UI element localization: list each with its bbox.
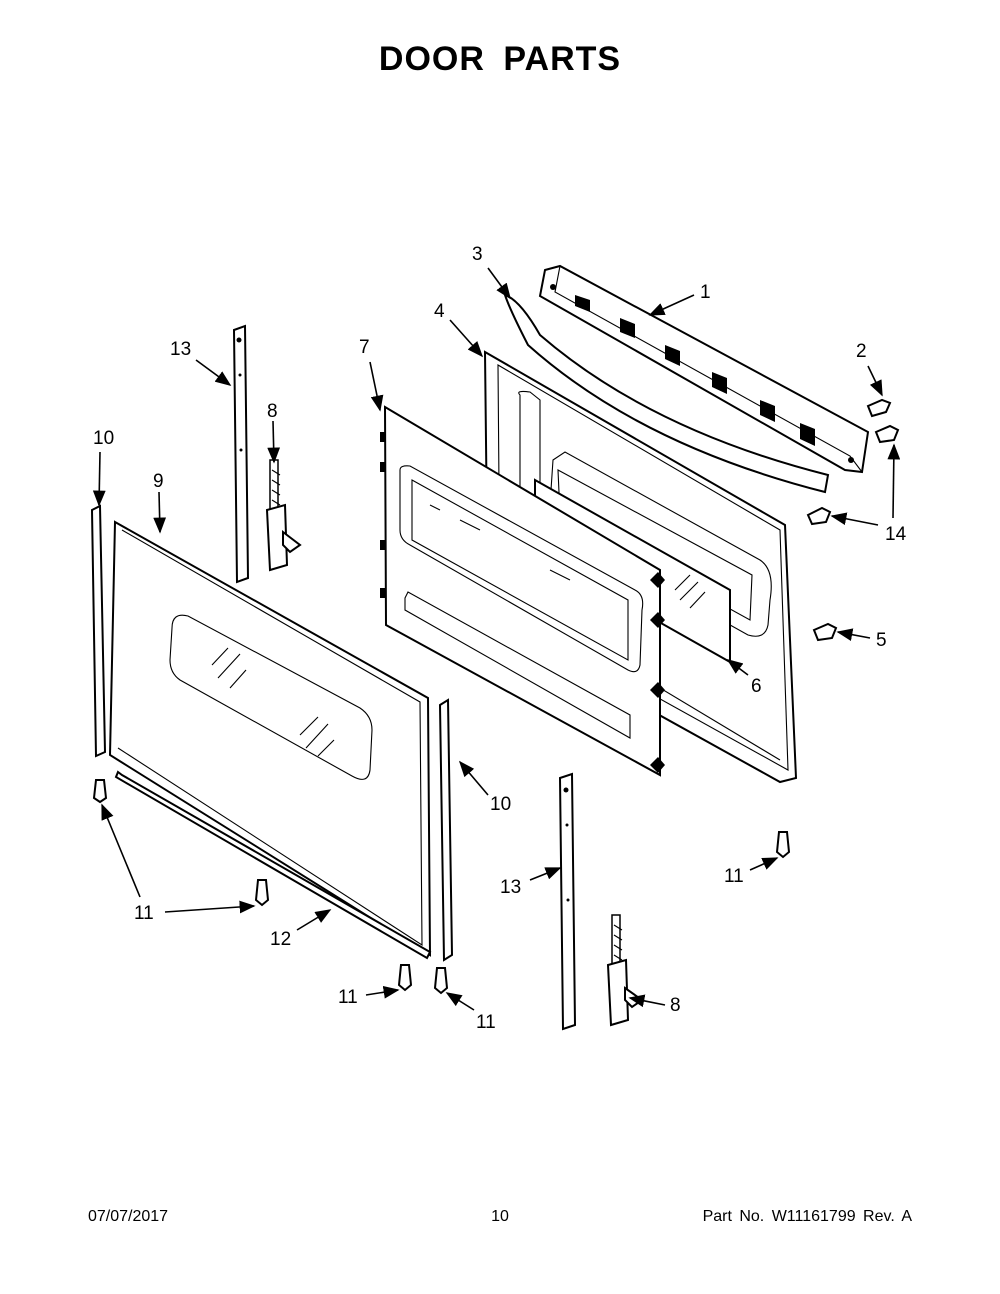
- footer-date: 07/07/2017: [88, 1208, 169, 1225]
- screw-part-14-lower: [806, 506, 832, 526]
- callout-11-left: 11: [134, 903, 154, 924]
- callout-1: 1: [700, 282, 711, 303]
- callout-11-bottom-right: 11: [476, 1012, 496, 1033]
- callout-10-left: 10: [93, 428, 114, 449]
- callout-11-bottom-center: 11: [338, 987, 358, 1008]
- callout-5: 5: [876, 630, 887, 651]
- callout-8-upper: 8: [267, 401, 278, 422]
- handle-bracket-part: [503, 293, 830, 494]
- screw-part-11-e: [775, 831, 791, 859]
- outer-door-glass: [108, 520, 432, 957]
- leader-lines: [92, 267, 901, 1011]
- callout-3: 3: [472, 244, 483, 265]
- bottom-trim-part: [114, 770, 432, 960]
- callout-7: 7: [359, 337, 370, 358]
- screw-part-5: [812, 622, 838, 642]
- callout-11-right: 11: [724, 866, 744, 887]
- callout-14: 14: [885, 524, 907, 545]
- door-hinge-lower: [606, 914, 644, 1027]
- callout-2: 2: [856, 341, 867, 362]
- page-title: DOOR PARTS: [378, 40, 622, 78]
- callout-10-right: 10: [490, 794, 511, 815]
- callout-6: 6: [751, 676, 762, 697]
- hinge-receiver-lower: [558, 772, 577, 1031]
- screw-part-2: [866, 398, 892, 418]
- footer-page-number: 10: [491, 1208, 509, 1225]
- callout-12: 12: [270, 929, 291, 950]
- callout-4: 4: [434, 301, 445, 322]
- side-trim-right: [438, 698, 454, 962]
- door-hinge-upper: [265, 459, 302, 572]
- screw-part-11-c: [397, 964, 413, 992]
- screw-part-11-b: [254, 879, 270, 907]
- door-frame-part: [380, 405, 665, 777]
- screw-part-11-a: [92, 779, 108, 804]
- callout-9: 9: [153, 471, 164, 492]
- screw-part-14-upper: [874, 424, 900, 444]
- side-trim-left: [90, 504, 107, 758]
- vent-trim-part: [538, 264, 870, 474]
- footer-part-number: Part No. W11161799 Rev. A: [702, 1208, 912, 1225]
- screw-part-11-d: [433, 967, 449, 995]
- callout-13-lower: 13: [500, 877, 521, 898]
- callout-8-lower: 8: [670, 995, 681, 1016]
- hinge-receiver-upper: [232, 324, 250, 584]
- callout-13-upper: 13: [170, 339, 191, 360]
